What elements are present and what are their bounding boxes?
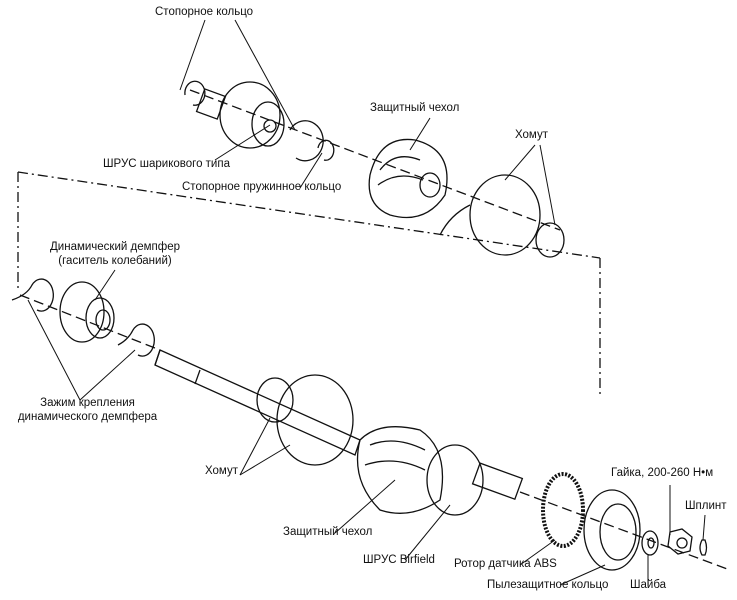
label-clamp-top: Хомут: [515, 129, 548, 141]
label-damper-clamp: Зажим крепления динамического демпфера: [5, 396, 170, 424]
damper-clamp-right: [117, 323, 155, 357]
label-damper-line2: (гаситель колебаний): [58, 255, 172, 267]
label-dust-ring: Пылезащитное кольцо: [487, 579, 609, 591]
spring-ring: [317, 139, 335, 161]
label-boot-top: Защитный чехол: [370, 102, 460, 114]
retaining-ring-left: [184, 80, 206, 106]
label-abs-rotor: Ротор датчика ABS: [454, 558, 557, 570]
label-dynamic-damper: Динамический демпфер (гаситель колебаний…: [40, 240, 190, 268]
abs-rotor-part: [541, 472, 585, 548]
cotter-pin-part: [699, 539, 708, 556]
label-retaining-ring: Стопорное кольцо: [155, 6, 254, 18]
label-cotter-pin: Шплинт: [685, 500, 727, 512]
clamp-bottom-small: [256, 377, 294, 423]
clamp-top-large: [469, 174, 541, 256]
axis-line-bottom: [19, 294, 731, 571]
label-damper-line1: Динамический демпфер: [50, 241, 180, 253]
boot-bottom-part: [356, 426, 444, 514]
birfield-joint-part: [426, 444, 524, 516]
label-clamp-bottom: Хомут: [205, 465, 238, 477]
ball-joint-part: [195, 81, 285, 149]
label-damper-clamp-line1: Зажим крепления: [40, 397, 135, 409]
label-birfield: ШРУС Birfield: [363, 554, 435, 566]
boot-top-part: [368, 138, 448, 219]
retaining-ring-right: [289, 120, 324, 162]
clamp-top-small: [535, 222, 565, 258]
leader-lines: [27, 19, 706, 586]
washer-part: [641, 530, 659, 556]
clamp-bottom-large: [276, 374, 354, 466]
dynamic-damper-part: [59, 281, 115, 343]
clamp-top-tab: [439, 204, 471, 236]
drive-shaft-part: [154, 349, 361, 456]
label-washer: Шайба: [630, 579, 667, 591]
dash-dot-frame: [17, 171, 601, 395]
damper-clamp-left: [11, 278, 54, 312]
dust-ring-part: [583, 489, 641, 571]
label-boot-bottom: Защитный чехол: [283, 526, 373, 538]
label-ball-joint: ШРУС шарикового типа: [103, 158, 230, 170]
label-damper-clamp-line2: динамического демпфера: [17, 411, 158, 423]
label-spring-ring: Стопорное пружинное кольцо: [182, 181, 342, 193]
washer-hole: [647, 537, 655, 549]
nut-part: [667, 528, 693, 555]
label-nut: Гайка, 200-260 Н•м: [611, 467, 714, 479]
